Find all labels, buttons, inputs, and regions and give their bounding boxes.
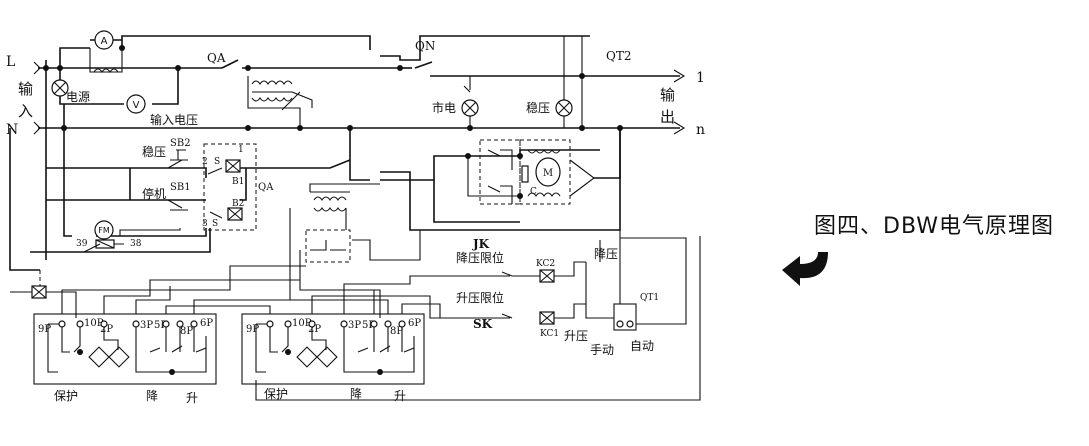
b1-diode-bridge-2 xyxy=(108,346,130,368)
relay-board-1: 9P 10P 2P 3P 5P 8P 6P 保护 降 升 xyxy=(33,313,217,405)
b1-label: B1 xyxy=(232,177,244,187)
voltmeter-label: V xyxy=(133,100,140,111)
b2-diode-bridge-1 xyxy=(296,346,318,368)
motor-icon xyxy=(535,157,561,187)
jk-label: JK xyxy=(472,237,490,251)
qn-label: QN xyxy=(415,39,435,53)
qt1-label: QT1 xyxy=(640,293,659,303)
b1-up-label: 升 xyxy=(186,391,198,405)
b1-down-label: 降 xyxy=(146,389,158,403)
junction-dots xyxy=(43,65,623,131)
caption-arrow-icon xyxy=(782,252,828,286)
qa-s2: S xyxy=(212,219,218,229)
b1-diode-bridge-1 xyxy=(88,346,110,368)
fan-n39: 39 xyxy=(76,239,88,249)
sb2-label: SB2 xyxy=(170,138,191,149)
sk-label: SK xyxy=(473,317,493,331)
manual-label: 手动 xyxy=(590,343,614,357)
bus-lines xyxy=(33,35,686,135)
regulator-transformer xyxy=(247,76,313,131)
b1-pin-10p: 10P xyxy=(84,318,104,329)
relay-board-2: 9P 10P 2P 3P 5P 8P 6P 保护 降 升 xyxy=(241,313,425,403)
power-label: 电源 xyxy=(66,90,90,104)
b2-pin-8p: 8P xyxy=(390,326,403,337)
up-press-label: 升压 xyxy=(564,329,588,343)
sb1-button: 停机 SB1 xyxy=(142,182,191,211)
b2-pin-5p: 5P xyxy=(362,320,375,331)
kc2-label: KC2 xyxy=(536,259,555,269)
qt2-label: QT2 xyxy=(606,49,631,63)
b2-pin-10p: 10P xyxy=(292,318,312,329)
b2-protect-label: 保护 xyxy=(264,387,288,401)
mains-lamp: 市电 xyxy=(432,76,479,128)
voltmeter-group: V 输入电压 xyxy=(126,94,198,127)
b1-protect-label: 保护 xyxy=(54,389,78,403)
stabilized-lamp: 稳压 xyxy=(526,36,583,128)
auto-label: 自动 xyxy=(630,339,654,353)
input-label-2: 入 xyxy=(18,102,33,120)
fan-group: FM 39 38 xyxy=(76,220,142,253)
b1-pin-3p: 3P xyxy=(140,320,153,331)
board-wiring xyxy=(61,228,441,319)
sb1-name: 停机 xyxy=(142,186,166,201)
up-limit-label: 升压限位 xyxy=(456,290,504,305)
sb2-button: 稳压 SB2 xyxy=(142,138,191,169)
ammeter-group: A xyxy=(89,30,125,73)
qa-coil-label: QA xyxy=(258,182,274,193)
qa-n2: 2 xyxy=(202,157,208,167)
control-transformer xyxy=(289,183,421,318)
motor-label: M xyxy=(543,168,553,179)
fan-label: FM xyxy=(98,226,110,235)
b2-pin-6p: 6P xyxy=(408,318,421,329)
down-press-label: 降压 xyxy=(594,247,618,261)
b1-pin-5p: 5P xyxy=(154,320,167,331)
qa-contactor: 1 2 S B1 B2 3 S QA xyxy=(202,143,274,231)
b2-label: B2 xyxy=(232,199,244,209)
b1-pin-8p: 8P xyxy=(180,326,193,337)
sb2-name: 稳压 xyxy=(142,144,166,159)
b1-pin-2p: 2P xyxy=(100,324,113,335)
fan-icon xyxy=(94,220,114,240)
output-label-2: 出 xyxy=(660,108,675,126)
output-terminal-n: n xyxy=(696,122,705,138)
protect-coil xyxy=(10,270,77,318)
down-limit-label: 降压限位 xyxy=(456,250,504,265)
b2-pin-9p: 9P xyxy=(246,324,259,335)
b1-pin-9p: 9P xyxy=(38,324,51,335)
capacitor-label: C xyxy=(530,187,537,197)
limit-switches: JK 降压限位 KC2 降压 升压限位 SK KC1 升压 手动 自动 QT1 xyxy=(255,230,701,401)
capacitor-icon xyxy=(521,165,529,183)
qa-label: QA xyxy=(207,51,226,65)
output-label-1: 输 xyxy=(660,86,675,104)
voltmeter-icon xyxy=(126,94,146,114)
sb1-label: SB1 xyxy=(170,182,191,193)
input-label-1: 输 xyxy=(18,80,33,98)
live-terminal: L xyxy=(6,54,15,70)
b2-pin-2p: 2P xyxy=(308,324,321,335)
qt1-switch-icon xyxy=(613,303,637,331)
b2-up-label: 升 xyxy=(394,389,406,403)
stabilized-label: 稳压 xyxy=(526,100,550,115)
neutral-terminal: N xyxy=(6,122,18,138)
b2-pin-3p: 3P xyxy=(348,320,361,331)
qa-s1: S xyxy=(214,157,220,167)
b2-down-label: 降 xyxy=(350,387,362,401)
ammeter-label: A xyxy=(101,36,108,47)
output-terminal-1: 1 xyxy=(696,70,705,86)
mains-label: 市电 xyxy=(432,100,456,115)
qa-n1: 1 xyxy=(238,145,244,155)
motor-block: M C xyxy=(465,139,595,205)
control-wiring xyxy=(9,128,621,271)
b1-pin-6p: 6P xyxy=(200,318,213,329)
b2-diode-bridge-2 xyxy=(316,346,338,368)
kc1-label: KC1 xyxy=(540,329,559,339)
input-voltage-label: 输入电压 xyxy=(150,112,198,127)
power-lamp: 电源 xyxy=(51,79,90,104)
qa-n3: 3 xyxy=(202,219,208,229)
figure-caption: 图四、DBW电气原理图 xyxy=(814,214,1055,239)
fan-n38: 38 xyxy=(130,239,142,249)
